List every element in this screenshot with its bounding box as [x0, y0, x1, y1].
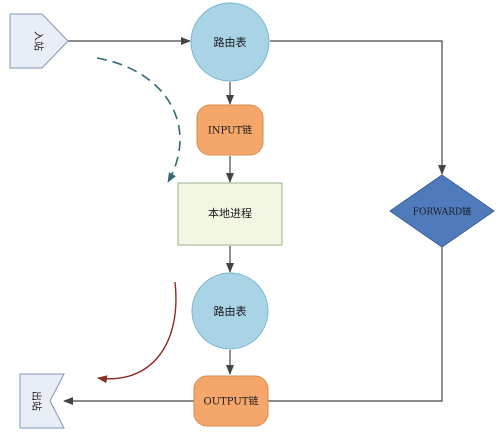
arrow-routing-to-forward [270, 40, 446, 175]
routing-table-bottom-node: 路由表 [191, 272, 269, 350]
outbound-shape [19, 373, 65, 429]
routing-table-top-node: 路由表 [190, 2, 270, 82]
inbound-node: 入站 [9, 13, 69, 69]
forward-chain-label: FORWARD链 [413, 206, 472, 218]
routing-table-bottom-label: 路由表 [214, 304, 247, 318]
forward-chain-node: FORWARD链 [389, 174, 495, 248]
output-chain-shape [193, 375, 269, 427]
connectors [63, 37, 446, 405]
local-process-shape [177, 182, 283, 246]
routing-table-top-circle [190, 2, 270, 82]
routing-table-top-label: 路由表 [214, 35, 247, 49]
input-chain-label: INPUT链 [208, 124, 252, 137]
inbound-shape [9, 13, 69, 69]
inbound-label: 入站 [32, 31, 45, 51]
output-chain-node: OUTPUT链 [193, 375, 269, 427]
dashed-curved-arrow [96, 57, 181, 183]
local-process-label: 本地进程 [208, 206, 252, 220]
red-curved-arrow [97, 281, 177, 384]
outbound-node: 出站 [19, 373, 65, 429]
input-chain-node: INPUT链 [196, 104, 264, 156]
line-forward-to-output [268, 246, 443, 402]
outbound-label: 出站 [30, 391, 43, 411]
local-process-node: 本地进程 [177, 182, 283, 246]
output-chain-label: OUTPUT链 [204, 395, 259, 408]
forward-chain-shape [389, 174, 495, 248]
routing-table-bottom-circle [191, 272, 269, 350]
input-chain-shape [196, 104, 264, 156]
